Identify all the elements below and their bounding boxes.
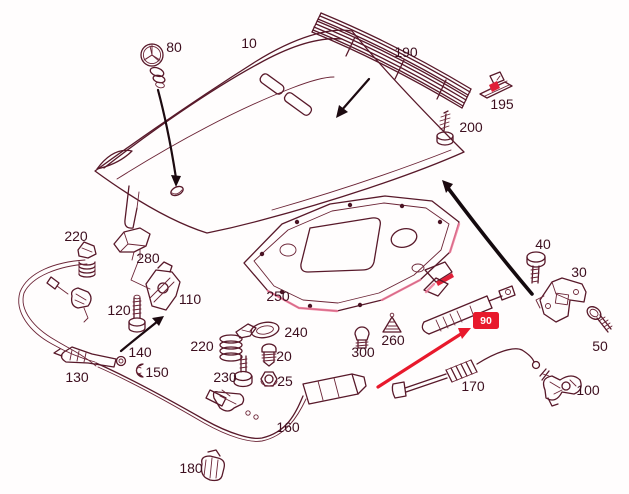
hood-lock-drawing — [130, 261, 181, 311]
label-150: 150 — [145, 364, 169, 380]
label-200: 200 — [459, 119, 483, 135]
nut-25-drawing — [260, 371, 278, 387]
hinge-piece-drawing — [423, 277, 449, 297]
label-240: 240 — [284, 324, 308, 340]
striker-100-drawing — [539, 368, 582, 407]
handle-130-drawing — [53, 346, 117, 368]
cable-170-drawing — [391, 348, 541, 399]
highlight-box: 90 — [473, 312, 499, 329]
bolt-40-drawing — [526, 251, 546, 284]
grommet-240-drawing — [249, 321, 280, 339]
highlight-arrow — [376, 328, 471, 389]
label-10: 10 — [241, 35, 257, 51]
grille-drawing — [311, 12, 472, 109]
bolt-230-drawing — [233, 355, 253, 388]
label-80: 80 — [166, 39, 182, 55]
label-130: 130 — [65, 369, 89, 385]
label-300: 300 — [351, 344, 375, 360]
spring-220-center-drawing — [219, 323, 257, 362]
bolt-50-drawing — [586, 306, 613, 333]
clip-195-drawing — [479, 71, 513, 99]
label-260: 260 — [381, 332, 405, 348]
label-280: 280 — [136, 250, 160, 266]
arrow-emblem-to-hood — [156, 88, 181, 187]
gas-strut-drawing — [421, 285, 516, 335]
hood-panel-drawing — [94, 29, 465, 234]
label-40: 40 — [535, 236, 551, 252]
label-170: 170 — [461, 378, 485, 394]
label-50: 50 — [592, 338, 608, 354]
bracket-280-drawing — [113, 227, 151, 261]
label-220a: 220 — [64, 228, 88, 244]
cable-160-drawing — [95, 362, 367, 442]
label-195: 195 — [490, 96, 514, 112]
label-25: 25 — [277, 373, 293, 389]
label-20: 20 — [276, 348, 292, 364]
bolt-120-drawing — [128, 294, 146, 333]
label-250: 250 — [266, 288, 290, 304]
label-160: 160 — [276, 419, 300, 435]
label-140: 140 — [128, 344, 152, 360]
clip-220-left-drawing — [77, 241, 97, 278]
insulation-pad-drawing — [243, 195, 461, 313]
star-emblem-drawing — [140, 43, 166, 89]
arrow-grille-to-hood — [336, 77, 371, 118]
label-120: 120 — [107, 302, 131, 318]
label-180: 180 — [179, 460, 203, 476]
arrow-strut-to-hood — [442, 180, 534, 296]
highlight-label: 90 — [480, 315, 492, 327]
label-110: 110 — [179, 291, 202, 307]
screw-200-drawing — [436, 110, 454, 146]
label-220b: 220 — [190, 338, 214, 354]
clip-260-drawing — [382, 312, 402, 333]
plug-300-drawing — [354, 326, 370, 349]
label-190: 190 — [394, 44, 418, 60]
grommet-140-drawing — [115, 355, 127, 367]
label-30: 30 — [571, 264, 587, 280]
label-100: 100 — [576, 382, 600, 398]
clip-150-drawing — [135, 363, 144, 378]
arrow-cable-to-lock — [119, 316, 164, 353]
label-230: 230 — [213, 369, 237, 385]
pin-20-drawing — [261, 343, 277, 367]
clamp-180-drawing — [200, 449, 226, 482]
bracket-30-drawing — [535, 277, 587, 323]
